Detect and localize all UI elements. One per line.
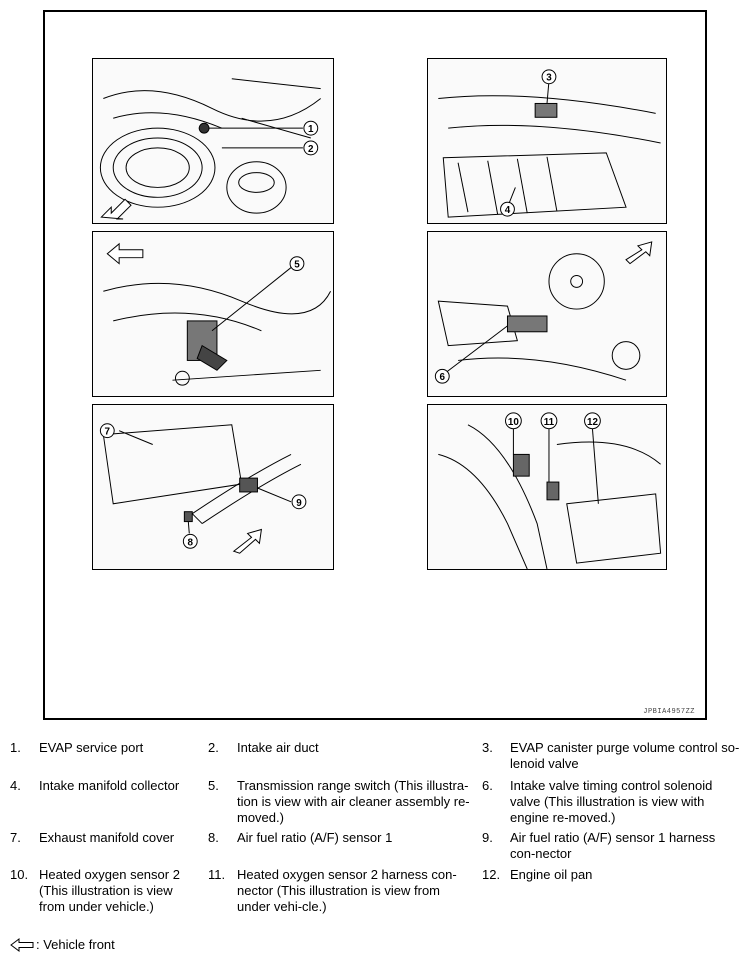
- callout-5: 5: [289, 256, 305, 272]
- legend-text: Engine oil pan: [510, 867, 593, 882]
- callout-9: 9: [291, 494, 307, 510]
- legend-text: Exhaust manifold cover: [39, 830, 175, 845]
- legend-number: 1.: [10, 740, 21, 755]
- illustration-frame: 1 2 3: [43, 10, 707, 720]
- callout-6: 6: [434, 368, 450, 384]
- svg-text:12: 12: [587, 417, 598, 428]
- legend-number: 7.: [10, 830, 21, 845]
- callout-2: 2: [303, 140, 319, 156]
- figure-id-code: JPBIA4957ZZ: [643, 708, 695, 716]
- legend-text: Intake air duct: [237, 740, 319, 755]
- panel-intake-valve-timing: 6: [427, 231, 667, 397]
- vehicle-front-label: : Vehicle front: [36, 937, 115, 952]
- svg-text:4: 4: [505, 205, 511, 216]
- legend-text: Air fuel ratio (A/F) sensor 1 harness co…: [510, 830, 716, 861]
- svg-text:6: 6: [440, 372, 446, 383]
- legend-text: EVAP canister purge volume control so-le…: [510, 740, 740, 771]
- svg-text:8: 8: [188, 537, 194, 548]
- svg-text:7: 7: [105, 427, 111, 438]
- svg-text:11: 11: [544, 417, 555, 428]
- legend-text: Heated oxygen sensor 2 (This illustratio…: [39, 867, 180, 914]
- callout-11: 11: [540, 412, 558, 430]
- svg-text:5: 5: [294, 260, 300, 271]
- legend-number: 4.: [10, 778, 21, 793]
- callout-10: 10: [505, 412, 522, 430]
- legend-text: EVAP service port: [39, 740, 144, 755]
- svg-text:3: 3: [546, 73, 552, 84]
- callout-12: 12: [584, 412, 601, 430]
- legend-number: 8.: [208, 830, 219, 845]
- panel-heated-oxygen-sensor: 10 11 12: [427, 404, 667, 570]
- callout-8: 8: [182, 533, 198, 549]
- engine-illustration-d: 6: [434, 241, 653, 384]
- svg-text:10: 10: [508, 417, 519, 428]
- panel-evap-service-port: 1 2: [92, 58, 334, 224]
- legend-text: Intake valve timing control solenoid val…: [510, 778, 713, 825]
- callout-3: 3: [541, 69, 557, 85]
- engine-illustration-c: 5: [103, 242, 332, 386]
- legend-text: Intake manifold collector: [39, 778, 180, 793]
- engine-illustration-f: 10 11 12: [438, 412, 662, 569]
- svg-text:1: 1: [308, 124, 314, 135]
- legend-number: 3.: [482, 740, 493, 755]
- engine-illustration-a: 1 2: [99, 78, 321, 220]
- engine-illustration-b: 3 4: [438, 69, 661, 218]
- panel-transmission-range-switch: 5: [92, 231, 334, 397]
- legend-number: 10.: [10, 867, 29, 882]
- legend-number: 12.: [482, 867, 501, 882]
- callout-1: 1: [303, 120, 319, 136]
- legend-number: 11.: [208, 867, 226, 882]
- callout-7: 7: [99, 423, 115, 439]
- legend-text: Air fuel ratio (A/F) sensor 1: [237, 830, 393, 845]
- legend-number: 5.: [208, 778, 219, 793]
- arrow-left-outline-icon: [10, 937, 34, 952]
- legend-number: 6.: [482, 778, 493, 793]
- engine-illustration-e: 7 8 9: [99, 423, 307, 554]
- panel-intake-manifold: 3 4: [427, 58, 667, 224]
- panel-exhaust-manifold: 7 8 9: [92, 404, 334, 570]
- legend-text: Transmission range switch (This illustra…: [237, 778, 470, 825]
- svg-text:2: 2: [308, 144, 314, 155]
- legend-text: Heated oxygen sensor 2 harness con-necto…: [237, 867, 457, 914]
- legend-number: 9.: [482, 830, 493, 845]
- callout-4: 4: [500, 201, 515, 217]
- svg-text:9: 9: [296, 498, 302, 509]
- legend-number: 2.: [208, 740, 219, 755]
- vehicle-front-note: : Vehicle front: [10, 937, 115, 952]
